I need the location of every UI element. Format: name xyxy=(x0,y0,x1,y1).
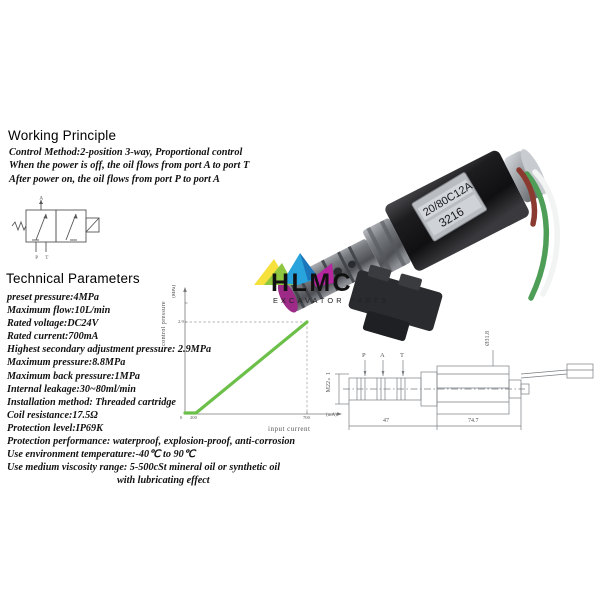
control-pressure-vs-current-chart: (MPa) control pressure input current (mA… xyxy=(160,283,350,438)
drawing-port-p-label: P xyxy=(362,352,366,359)
parameter-item: Maximum back pressure:1MPa xyxy=(7,370,141,382)
chart-ytick-29: 2.9 xyxy=(178,319,184,324)
logo-tagline: EXCAVATOR PARTS xyxy=(273,296,390,305)
logo-mark-magenta-icon xyxy=(312,263,334,287)
product-photo: 20/80C12A 3216 xyxy=(277,149,560,341)
parameter-item: Internal leakage:30~80ml/min xyxy=(7,383,136,395)
parameter-item: preset pressure:4MPa xyxy=(7,292,99,303)
valve-schematic-diagram: P T A xyxy=(11,196,100,261)
dimensioned-drawing: P A T 47 74.7 M22×1 Ø31.8 xyxy=(325,330,597,448)
schematic-port-t-label: T xyxy=(45,255,49,261)
working-principle-text: Control Method:2-position 3-way, Proport… xyxy=(9,147,299,187)
parameter-item: Use medium viscosity range: 5-500cSt min… xyxy=(7,462,281,474)
drawing-thread-label: M22×1 xyxy=(326,372,332,393)
chart-x-axis-label: input current xyxy=(268,425,311,433)
parameter-item: Maximum flow:10L/min xyxy=(7,305,111,317)
working-principle-heading: Working Principle xyxy=(8,128,117,143)
chart-x-unit: (mA) xyxy=(326,413,337,418)
working-principle-line: Control Method:2-position 3-way, Proport… xyxy=(9,147,243,158)
working-principle-line: After power on, the oil flows from port … xyxy=(9,173,220,185)
hlmc-logo: HLMC EXCAVATOR PARTS xyxy=(252,245,402,307)
chart-xtick-700: 700 xyxy=(303,415,310,420)
drawing-port-a-label: A xyxy=(380,352,385,359)
logo-wordmark: HLMC xyxy=(271,269,354,297)
parameter-item: Rated current:700mA xyxy=(7,331,99,343)
technical-parameters-heading: Technical Parameters xyxy=(6,271,140,286)
chart-xtick-0: 0 xyxy=(180,415,183,420)
parameter-item: Highest secondary adjustment pressure: 2… xyxy=(7,344,212,356)
drawing-diameter-label: Ø31.8 xyxy=(485,331,491,346)
logo-mark-darkblue-icon xyxy=(300,253,318,281)
parameter-item: Use environment temperature:-40℃ to 90℃ xyxy=(7,449,196,461)
parameter-item-continuation: with lubricating effect xyxy=(117,475,210,487)
chart-xtick-200: 200 xyxy=(190,415,197,420)
parameter-item: Rated voltage:DC24V xyxy=(7,318,99,330)
chart-series-line xyxy=(183,320,309,415)
parameter-item: Protection performance: waterproof, expl… xyxy=(7,436,296,448)
schematic-port-a-label: A xyxy=(39,196,43,202)
parameter-item: Coil resistance:17.5Ω xyxy=(7,409,98,421)
schematic-port-p-label: P xyxy=(35,255,38,261)
technical-parameters-list: preset pressure:4MPa Maximum flow:10L/mi… xyxy=(7,292,367,488)
parameter-item: Maximum pressure:8.8MPa xyxy=(7,357,126,369)
drawing-port-t-label: T xyxy=(400,352,404,359)
drawing-dimension-right: 74.7 xyxy=(468,418,479,424)
working-principle-line: When the power is off, the oil flows fro… xyxy=(9,160,250,172)
parameter-item: Installation method: Threaded cartridge xyxy=(7,396,176,408)
drawing-dimension-left: 47 xyxy=(383,418,389,424)
parameter-item: Protection level:IP69K xyxy=(7,422,103,434)
